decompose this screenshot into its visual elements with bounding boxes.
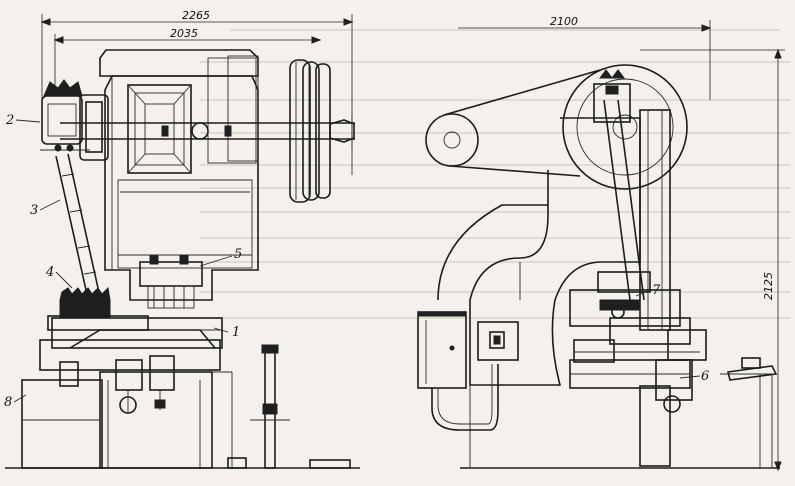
electrical-cabinet: [417, 311, 499, 431]
dimension-label-2035: 2035: [170, 27, 198, 40]
front-callouts: 2 3 4 5 1 8: [4, 113, 242, 410]
callout-6: 6: [701, 369, 709, 384]
side-view: 2100 2125: [417, 15, 785, 472]
dimension-frame-width-front: 2035: [53, 27, 322, 92]
callout-5: 5: [234, 247, 242, 262]
callout-1: 1: [232, 325, 240, 340]
control-box: [477, 321, 519, 361]
side-callouts: 7 6: [635, 283, 709, 384]
slide-die-area: [139, 255, 203, 309]
gear-4: [47, 286, 149, 331]
callout-3: 3: [30, 203, 38, 218]
dimension-label-2125: 2125: [762, 272, 775, 300]
callout-8: 8: [4, 395, 12, 410]
main-shaft: [60, 122, 355, 140]
front-view: 2265 2035: [4, 9, 360, 469]
bed: [39, 317, 223, 414]
side-column: [639, 109, 671, 331]
side-pedal: [727, 357, 778, 381]
dimension-overall-width-side: 2100: [458, 15, 712, 100]
c-frame: [469, 117, 641, 386]
callout-4: 4: [45, 265, 54, 280]
side-base: [460, 359, 780, 469]
motor-pulley-belt: [425, 69, 601, 177]
dimension-overall-height: 2125: [640, 48, 785, 472]
callout-7: 7: [652, 283, 661, 298]
dimension-label-2265: 2265: [182, 9, 210, 22]
clutch-housing: [40, 79, 109, 161]
side-post: [227, 344, 351, 469]
dimension-label-2100: 2100: [550, 15, 578, 28]
side-die-area: [569, 271, 707, 363]
background-bleed-lines: [200, 29, 790, 319]
callout-2: 2: [5, 113, 14, 128]
side-flywheel: [562, 64, 688, 190]
crown-window: [127, 84, 192, 174]
flywheel: [289, 59, 355, 203]
base: [5, 371, 360, 469]
connecting-rod: [55, 153, 99, 291]
